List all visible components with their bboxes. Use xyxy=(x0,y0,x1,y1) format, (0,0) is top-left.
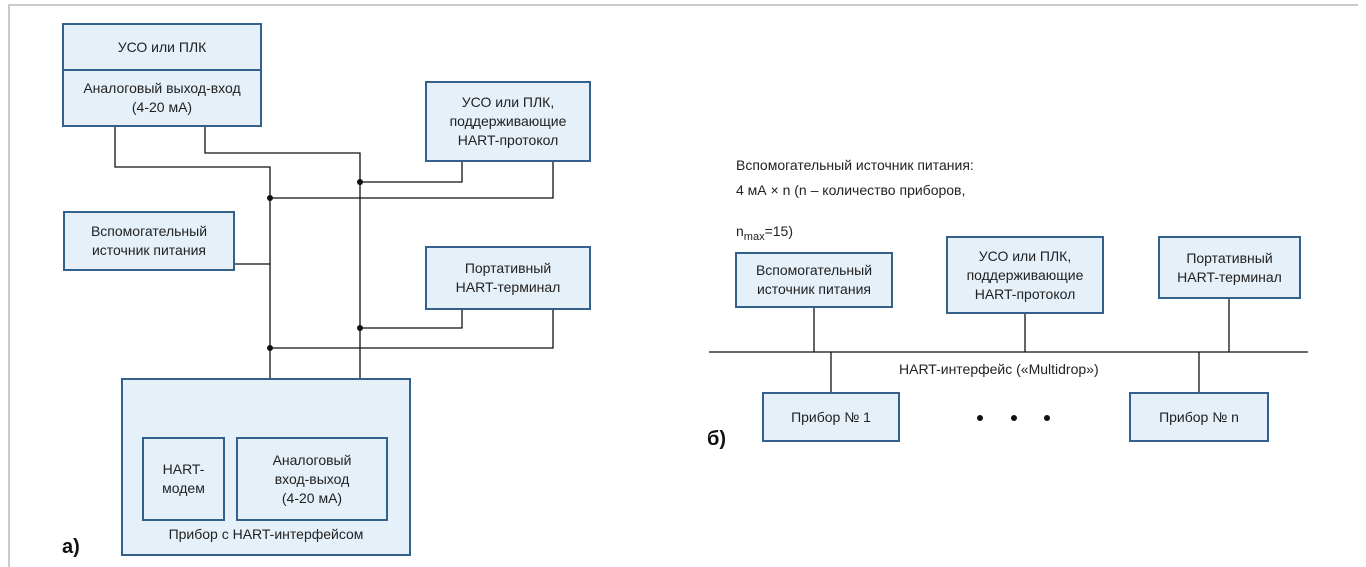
analog-input-output-box: Аналоговый вход-выход (4-20 мА) xyxy=(236,437,388,521)
wire xyxy=(360,310,463,329)
wire xyxy=(270,162,554,199)
aux-power-box-b: Вспомогательный источник питания xyxy=(735,252,893,308)
ellipsis-dot xyxy=(1044,415,1050,421)
analog-output-input-box: Аналоговый выход-вход (4-20 мА) xyxy=(62,69,262,127)
uso-plc-hart-box-b: УСО или ПЛК, поддерживающие HART-протоко… xyxy=(946,236,1104,314)
junction-dot xyxy=(357,179,363,185)
uso-plc-box: УСО или ПЛК xyxy=(62,23,262,71)
portable-terminal-box-b: Портативный HART-терминал xyxy=(1158,236,1301,299)
device-n-box: Прибор № n xyxy=(1129,392,1269,442)
bus-label: HART-интерфейс («Multidrop») xyxy=(899,361,1099,377)
aux-power-box: Вспомогательный источник питания xyxy=(63,211,235,271)
figure-frame xyxy=(8,4,1358,567)
note-n: n xyxy=(736,223,744,239)
aux-power-note-line2: 4 мА × n (n – количество приборов, xyxy=(736,182,966,198)
aux-power-note-line3: nmax=15) xyxy=(736,207,793,243)
aux-power-note-line1: Вспомогательный источник питания: xyxy=(736,157,974,173)
wire xyxy=(114,127,271,322)
hart-modem-box: HART- модем xyxy=(142,437,225,521)
diagram-a-label: а) xyxy=(62,536,80,558)
wire xyxy=(360,162,463,183)
junction-dot xyxy=(267,345,273,351)
wire xyxy=(204,127,361,417)
device-caption: Прибор с HART-интерфейсом xyxy=(168,526,364,542)
ellipsis-dot xyxy=(977,415,983,421)
wire xyxy=(269,310,554,349)
note-tail: =15) xyxy=(764,223,793,239)
note-sub: max xyxy=(743,230,765,243)
junction-dot xyxy=(357,325,363,331)
portable-terminal-box: Портативный HART-терминал xyxy=(425,246,591,310)
diagram-b-label: б) xyxy=(707,428,727,450)
junction-dot xyxy=(267,195,273,201)
ellipsis-dot xyxy=(1011,415,1017,421)
uso-plc-hart-box: УСО или ПЛК, поддерживающие HART-протоко… xyxy=(425,81,591,162)
device-1-box: Прибор № 1 xyxy=(762,392,900,442)
